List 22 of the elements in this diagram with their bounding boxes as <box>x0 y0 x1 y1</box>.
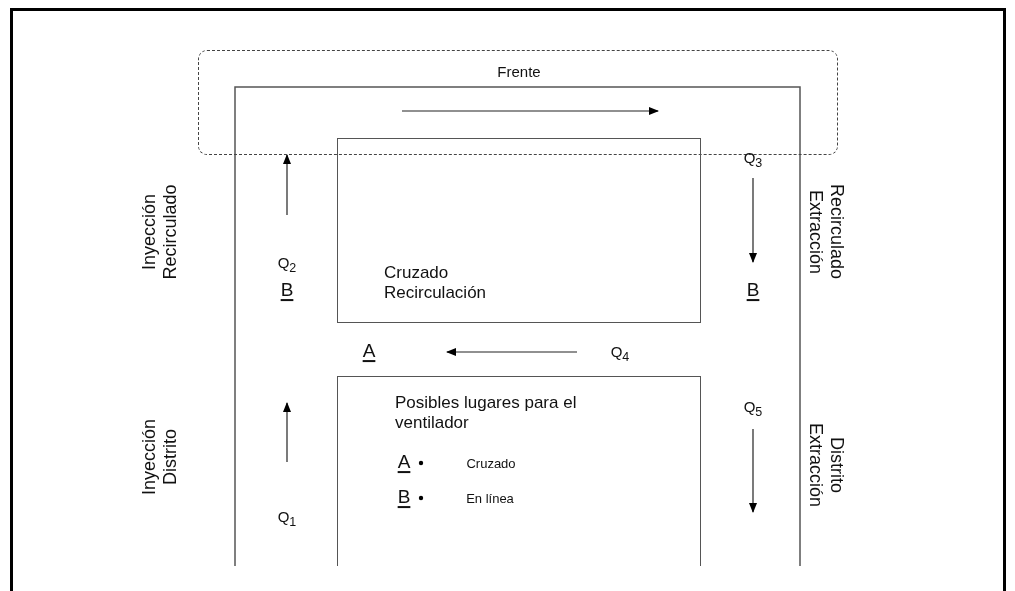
flow-label: A <box>362 340 376 362</box>
flow-label: B <box>397 486 411 508</box>
airway-label: Inyección Recirculado <box>139 183 181 282</box>
flow-label: En línea <box>466 491 514 507</box>
gallery-block <box>337 138 701 323</box>
airway-label: Inyección Distrito <box>139 418 181 498</box>
flow-label: Q$_{4}$ <box>610 343 630 365</box>
flow-label: B <box>280 279 294 301</box>
airway-label: Extracción Distrito <box>805 421 847 509</box>
flow-label: Q$_{2}$ <box>277 254 297 276</box>
flow-label: Q$_{5}$ <box>743 398 763 420</box>
node-text: Frente <box>497 63 541 81</box>
airway-label: Extracción Recirculado <box>805 183 847 282</box>
pillar-block <box>337 376 701 566</box>
dashed-zone <box>198 50 838 155</box>
flow-label: Cruzado <box>466 456 516 472</box>
node-text: Posibles lugares para el ventilador <box>395 393 578 434</box>
flow-label: Q$_{3}$ <box>743 149 763 171</box>
flow-label: A <box>397 451 411 473</box>
flow-label: Q$_{1}$ <box>277 508 297 530</box>
flow-label: B <box>746 279 760 301</box>
node-text: Cruzado Recirculación <box>384 263 488 304</box>
